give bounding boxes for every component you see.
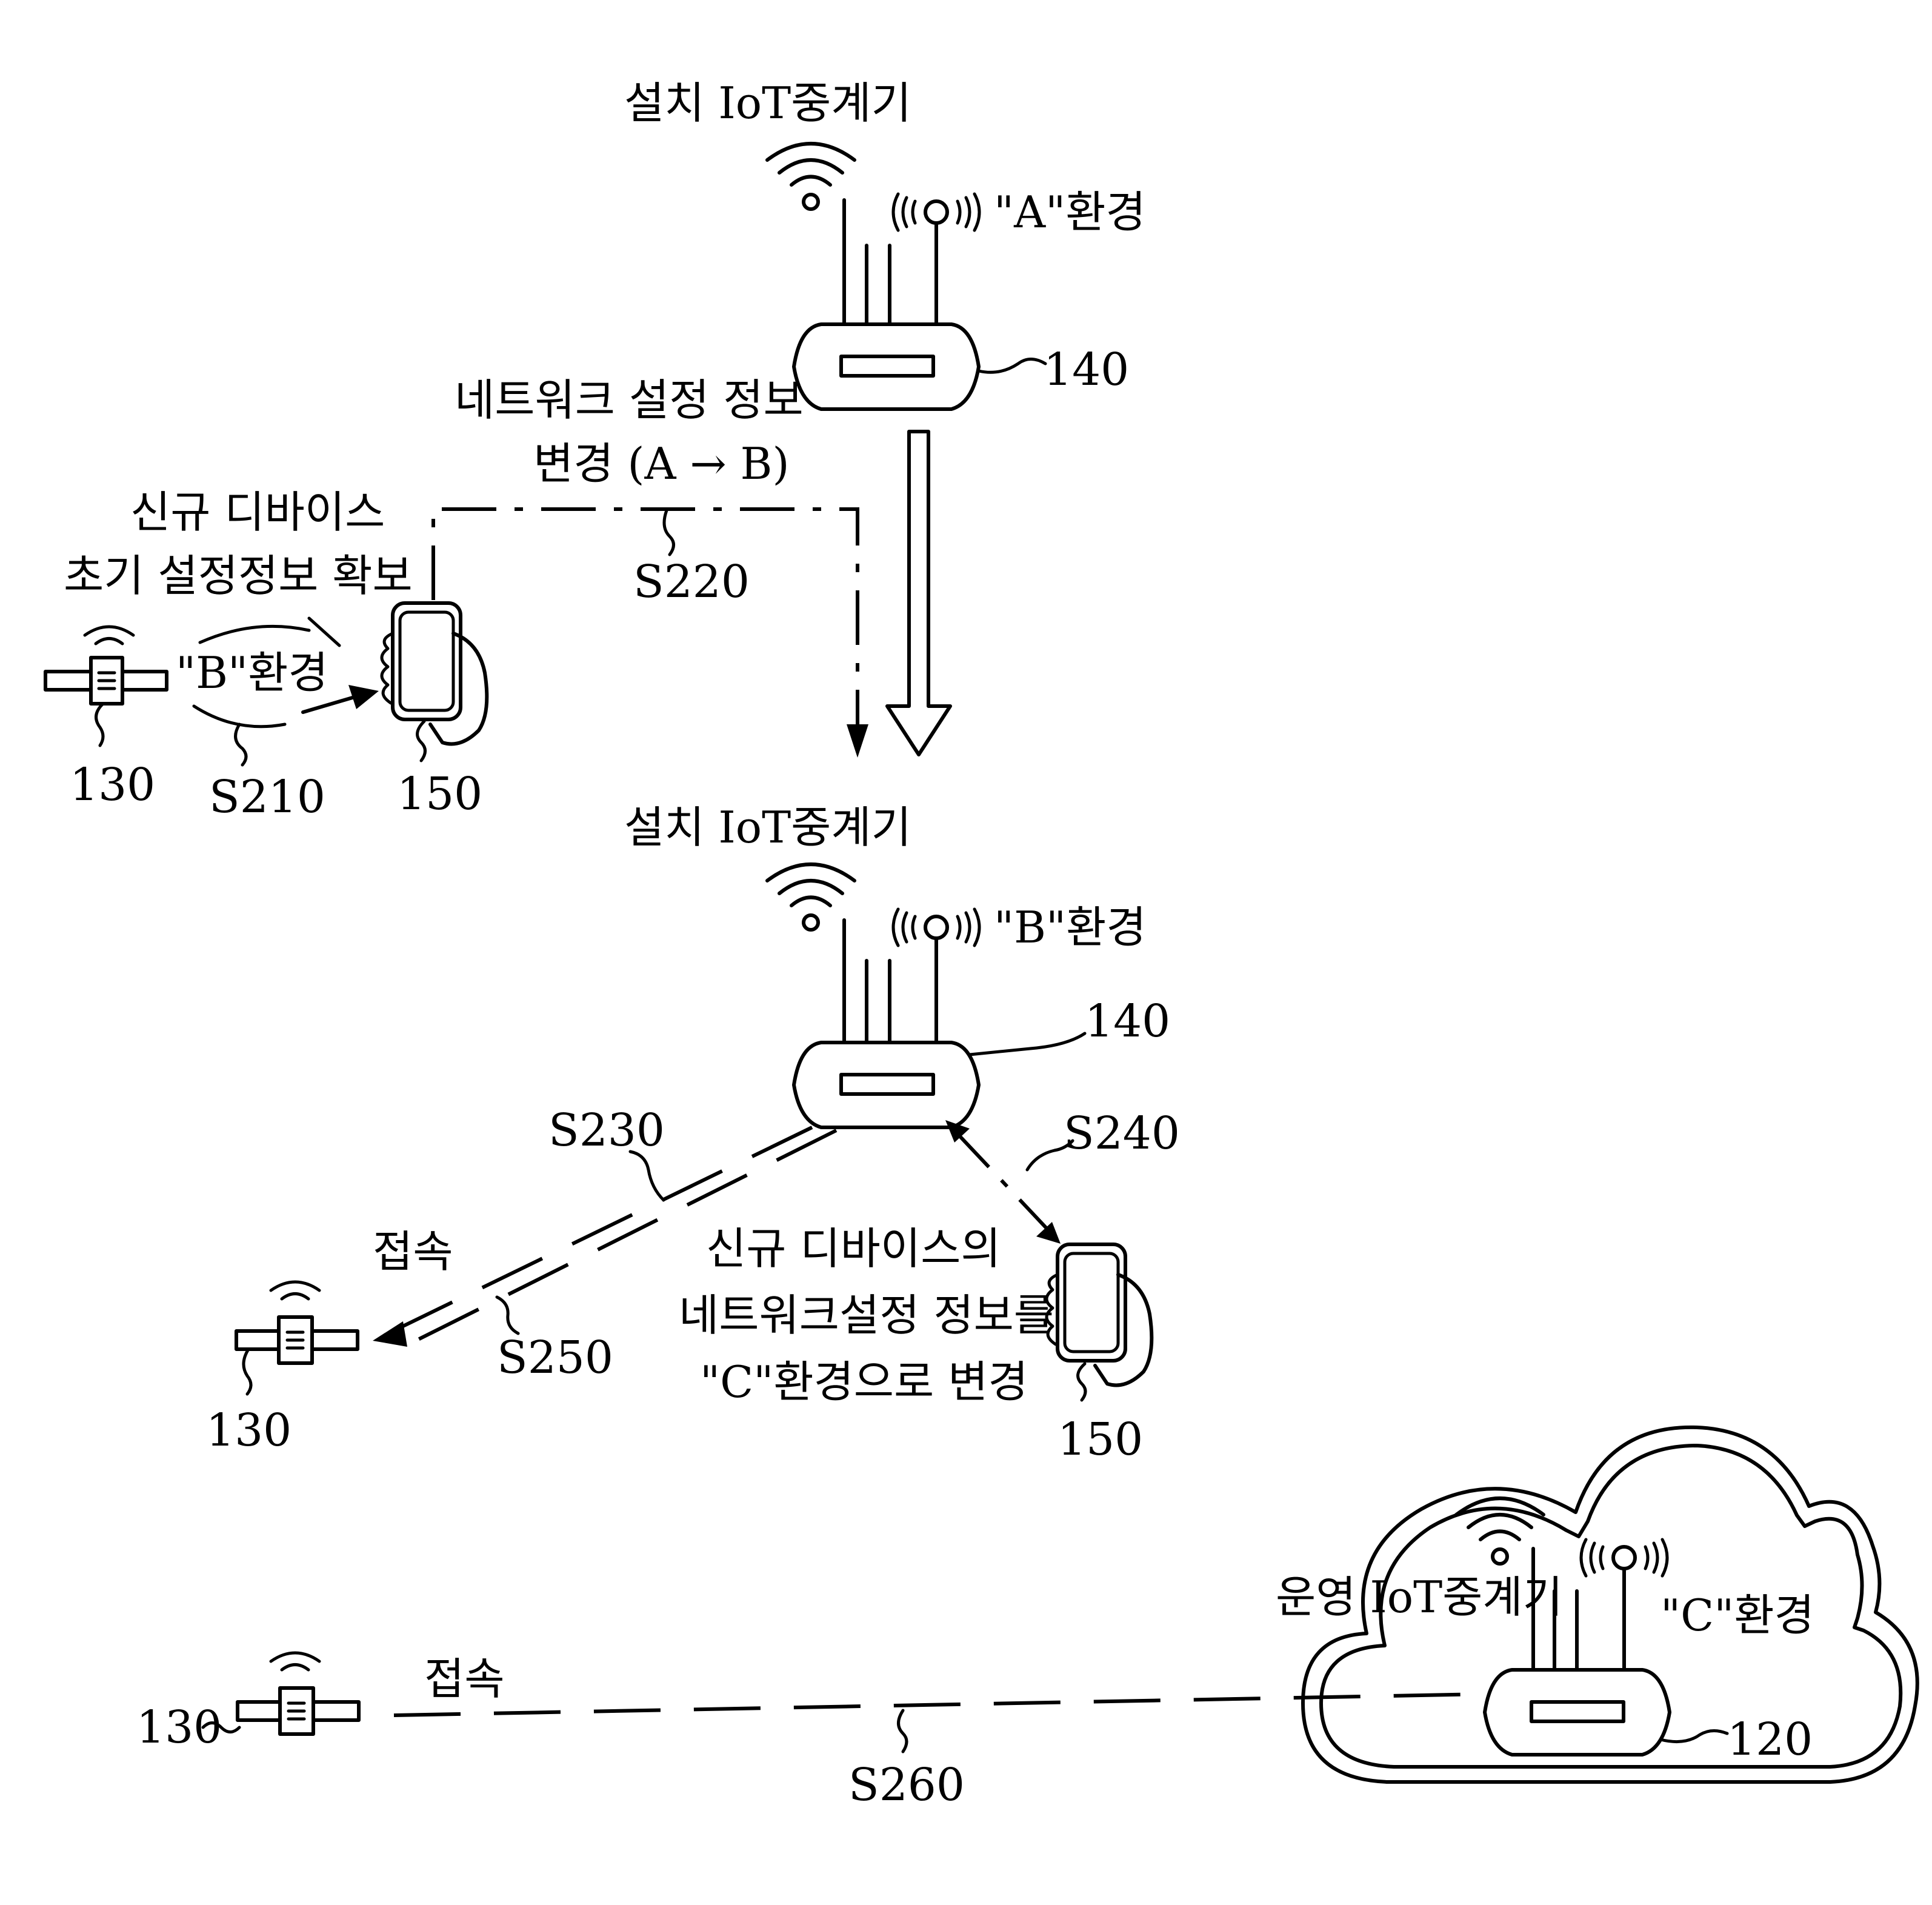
middle-router-ref-leader <box>970 1033 1085 1055</box>
connect-arrowhead <box>373 1321 407 1347</box>
cloud-group: 운영 IoT중계기 "C"환경 120 <box>1276 1427 1917 1782</box>
cloud-title: 운영 IoT중계기 <box>1276 1572 1563 1623</box>
middle-router-group: 설치 IoT중계기 "B"환경 140 <box>624 802 1170 1127</box>
lower-device-ref: 130 <box>206 1404 291 1456</box>
top-router-ref-leader <box>979 359 1045 373</box>
config-push-line <box>433 509 858 727</box>
middle-router-env-label: "B"환경 <box>994 902 1147 953</box>
left-device-ref: 130 <box>70 759 155 811</box>
lower-connect-label: 접속 <box>373 1226 453 1277</box>
router-body <box>1485 1670 1670 1755</box>
b-env-arc-top <box>200 626 309 642</box>
lower-change-line2: 네트워크설정 정보를 <box>679 1290 1054 1341</box>
top-router-title: 설치 IoT중계기 <box>624 78 911 128</box>
lower-step-connect: S230 <box>548 1104 665 1156</box>
lower-step-return: S250 <box>497 1332 613 1384</box>
smartphone-icon <box>1047 1244 1151 1386</box>
transition-arrow <box>887 432 950 755</box>
left-device-ref-leader <box>96 704 103 746</box>
phone-link-line <box>951 1127 1051 1233</box>
wifi-icon <box>767 144 854 209</box>
router-body <box>794 324 979 409</box>
lower-device-ref-leader <box>244 1349 251 1394</box>
middle-router-ref: 140 <box>1085 995 1170 1047</box>
bottom-device-ref: 130 <box>136 1701 222 1753</box>
router-body <box>794 1043 979 1127</box>
left-phone-ref: 150 <box>397 768 482 820</box>
change-note-line2: 변경 (A → B) <box>533 438 790 489</box>
iot-sensor-icon <box>236 1282 358 1363</box>
new-device-note-line1: 신규 디바이스 <box>130 487 385 538</box>
left-device-group: 130 "B"환경 S210 150 <box>45 603 487 823</box>
lower-phone-ref-leader <box>1078 1364 1085 1400</box>
env-to-phone-arrow <box>303 697 355 712</box>
s260-leader <box>899 1710 907 1752</box>
s250-leader <box>497 1297 518 1333</box>
top-router-group: 설치 IoT중계기 "A"환경 140 <box>624 78 1146 409</box>
bottom-step: S260 <box>848 1759 965 1811</box>
lower-links-group: S230 S240 접속 S250 130 신규 디바이스의 네트워크설정 정보… <box>206 1104 1180 1466</box>
lower-change-line3: "C"환경으로 변경 <box>700 1356 1028 1407</box>
wifi-icon <box>767 864 854 930</box>
bottom-link-group: 130 접속 S260 <box>136 1653 1485 1811</box>
left-device-env-label: "B"환경 <box>176 647 328 698</box>
top-router-ref: 140 <box>1044 344 1129 396</box>
iot-sensor-icon <box>45 627 167 704</box>
env-to-phone-arrowhead <box>348 685 379 709</box>
change-note-group: 네트워크 설정 정보 변경 (A → B) S220 <box>433 375 868 758</box>
s210-leader <box>236 724 246 765</box>
router-antennas <box>844 200 936 324</box>
new-device-note-group: 신규 디바이스 초기 설정정보 확보 <box>64 487 413 601</box>
iot-sensor-icon <box>238 1653 359 1734</box>
change-note-step: S220 <box>633 556 750 608</box>
bottom-connect-label: 접속 <box>424 1653 504 1704</box>
lower-phone-ref: 150 <box>1058 1413 1143 1466</box>
top-router-env-label: "A"환경 <box>994 187 1146 238</box>
new-device-note-line2: 초기 설정정보 확보 <box>64 550 413 601</box>
smartphone-icon <box>382 603 487 744</box>
s220-leader <box>664 510 674 555</box>
change-note-line1: 네트워크 설정 정보 <box>455 375 804 425</box>
phone-link-arrowhead-bottom <box>1036 1222 1061 1244</box>
cloud-env-label: "C"환경 <box>1661 1590 1814 1641</box>
lower-step-phone: S240 <box>1064 1107 1180 1159</box>
env-to-phone-dash <box>309 618 339 646</box>
cloud-router-ref: 120 <box>1727 1713 1813 1766</box>
router-antennas <box>844 920 936 1043</box>
phone-ref-leader <box>418 721 425 761</box>
config-push-arrowhead <box>847 724 868 758</box>
middle-router-title: 설치 IoT중계기 <box>624 802 911 853</box>
left-device-step: S210 <box>209 771 325 823</box>
lower-change-line1: 신규 디바이스의 <box>706 1223 1001 1274</box>
cloud-router-ref-leader <box>1661 1730 1727 1741</box>
s230-leader <box>630 1152 664 1200</box>
